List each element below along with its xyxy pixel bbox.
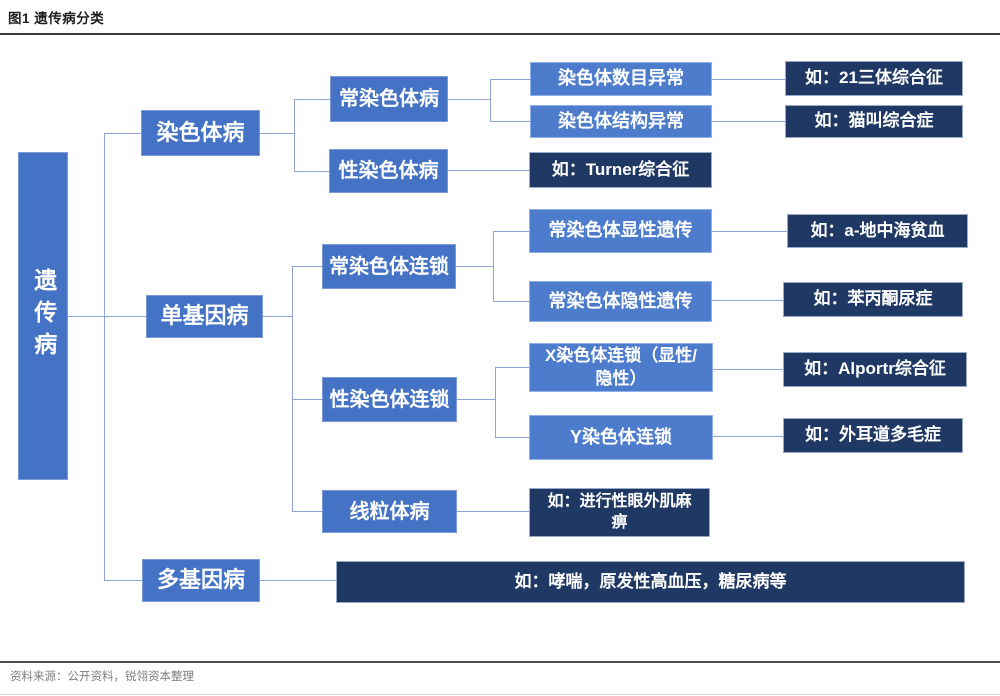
connector bbox=[104, 580, 142, 581]
node-example-alport: 如：Alportr综合征 bbox=[783, 352, 967, 387]
node-polygenic-disease: 多基因病 bbox=[142, 559, 260, 602]
connector bbox=[448, 99, 490, 100]
connector bbox=[294, 171, 329, 172]
node-autosome-linked: 常染色体连锁 bbox=[322, 244, 456, 289]
node-monogenic-disease: 单基因病 bbox=[146, 295, 263, 338]
node-root-genetic-disease: 遗传病 bbox=[18, 152, 68, 480]
node-x-linked: X染色体连锁（显性/隐性） bbox=[529, 343, 713, 392]
connector bbox=[495, 367, 496, 437]
connector bbox=[448, 170, 529, 171]
connector bbox=[294, 99, 295, 171]
connector bbox=[104, 133, 105, 580]
connector bbox=[263, 316, 292, 317]
node-example-turner: 如：Turner综合征 bbox=[529, 152, 712, 188]
node-autosome-disease: 常染色体病 bbox=[330, 76, 448, 122]
node-example-trisomy21: 如：21三体综合征 bbox=[785, 61, 963, 96]
node-example-cri-du-chat: 如：猫叫综合症 bbox=[785, 105, 963, 138]
connector bbox=[493, 231, 494, 301]
bottom-border-line bbox=[0, 694, 1000, 695]
connector bbox=[495, 367, 529, 368]
connector bbox=[712, 79, 785, 80]
data-source-text: 资料来源：公开资料，锐翎资本整理 bbox=[10, 671, 194, 683]
connector bbox=[292, 399, 322, 400]
connector bbox=[493, 301, 529, 302]
connector bbox=[495, 437, 529, 438]
connector bbox=[260, 133, 294, 134]
connector bbox=[260, 580, 336, 581]
connector bbox=[457, 511, 529, 512]
connector bbox=[292, 511, 322, 512]
node-chromosome-structure-abnormal: 染色体结构异常 bbox=[530, 105, 712, 138]
connector bbox=[456, 266, 493, 267]
connector bbox=[68, 316, 146, 317]
connector bbox=[457, 399, 495, 400]
node-sex-linked: 性染色体连锁 bbox=[322, 377, 457, 422]
connector bbox=[294, 99, 330, 100]
node-chromosome-number-abnormal: 染色体数目异常 bbox=[530, 62, 712, 96]
node-autosomal-recessive: 常染色体隐性遗传 bbox=[529, 281, 712, 322]
node-example-polygenic-diseases: 如：哮喘，原发性高血压，糖尿病等 bbox=[336, 561, 965, 603]
node-example-thalassemia: 如：a-地中海贫血 bbox=[787, 214, 968, 248]
connector bbox=[292, 266, 322, 267]
node-example-ophthalmoplegia: 如：进行性眼外肌麻痹 bbox=[529, 488, 710, 537]
connector bbox=[490, 79, 491, 121]
node-example-hairy-ear: 如：外耳道多毛症 bbox=[783, 418, 963, 453]
node-example-pku: 如：苯丙酮尿症 bbox=[783, 282, 963, 317]
node-sex-chromosome-disease: 性染色体病 bbox=[329, 149, 448, 193]
connector bbox=[490, 121, 530, 122]
connector bbox=[493, 231, 529, 232]
connector bbox=[490, 79, 530, 80]
title-divider-line bbox=[0, 33, 1000, 35]
connector bbox=[713, 436, 783, 437]
figure-title: 图1 遗传病分类 bbox=[8, 11, 105, 26]
connector bbox=[712, 231, 787, 232]
node-autosomal-dominant: 常染色体显性遗传 bbox=[529, 209, 712, 253]
footer-divider-line bbox=[0, 661, 1000, 663]
connector bbox=[104, 133, 141, 134]
node-mitochondrial-disease: 线粒体病 bbox=[322, 490, 457, 533]
connector bbox=[712, 300, 783, 301]
connector bbox=[712, 121, 785, 122]
node-chromosome-disease: 染色体病 bbox=[141, 110, 260, 156]
connector bbox=[713, 369, 783, 370]
node-y-linked: Y染色体连锁 bbox=[529, 415, 713, 460]
connector bbox=[292, 266, 293, 511]
